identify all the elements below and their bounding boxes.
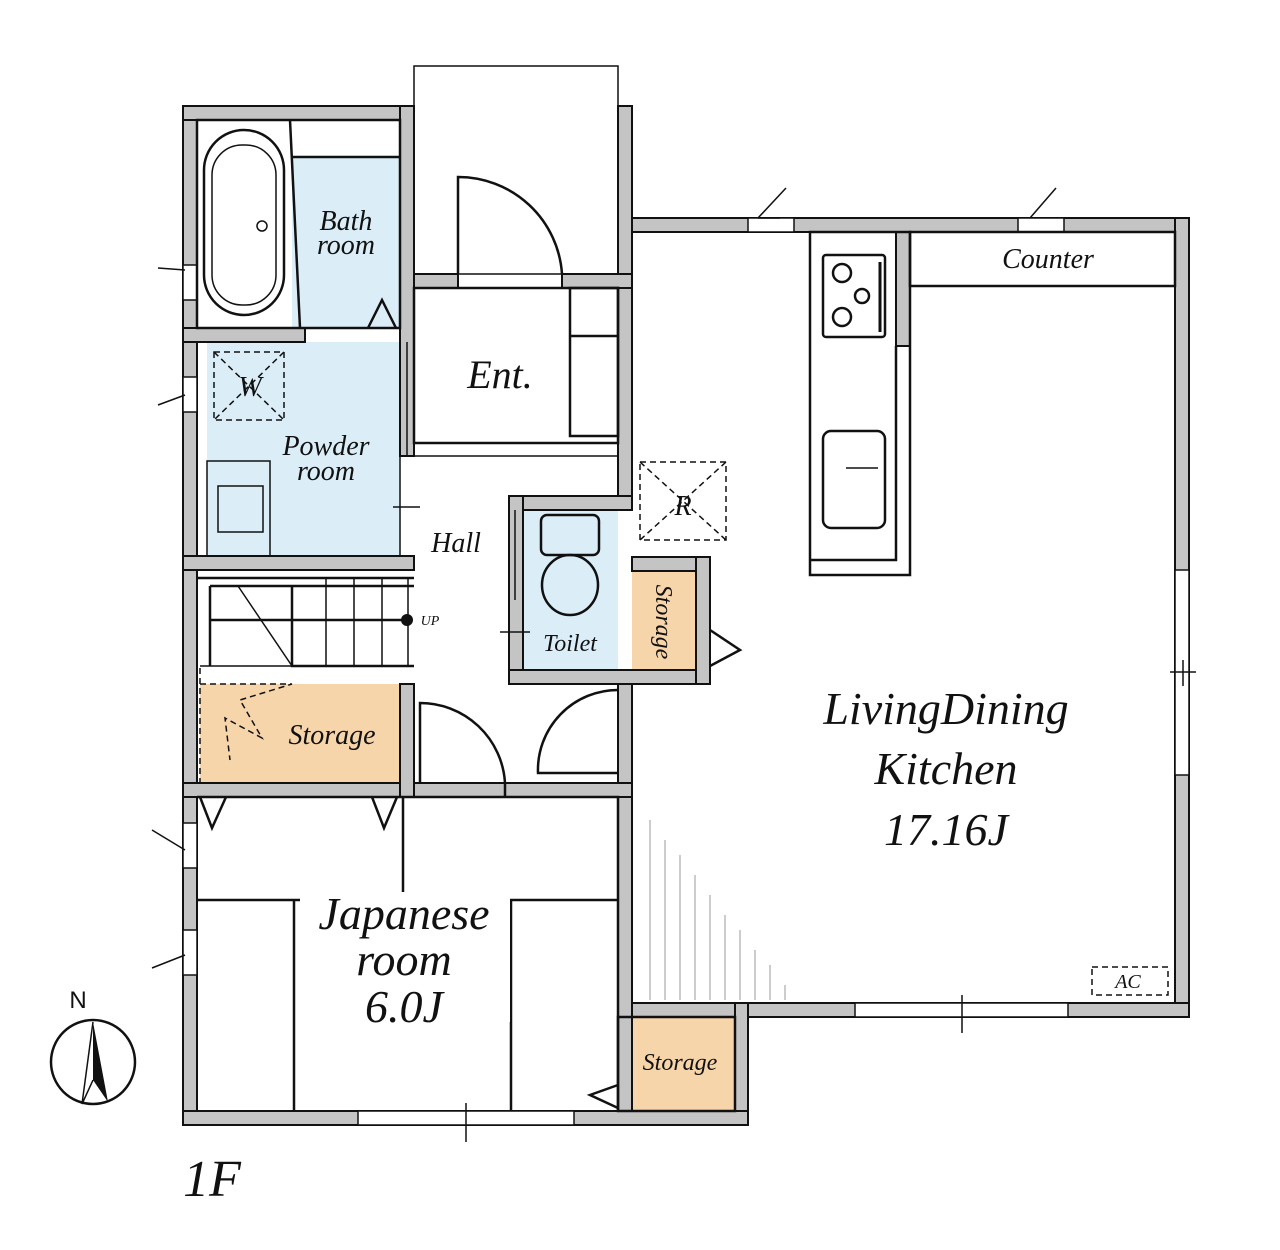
bath-door-marker <box>366 297 398 329</box>
counter-label: Counter <box>1002 244 1094 275</box>
washbasin <box>217 485 264 533</box>
staircase[interactable] <box>197 576 414 783</box>
ldk-label-2: Kitchen <box>873 743 1017 794</box>
japanese-label-1: Japanese <box>318 888 489 939</box>
north-arrow-icon <box>93 1022 108 1102</box>
fridge-space <box>639 461 727 541</box>
powder-label-2: room <box>297 456 355 487</box>
washer-label: W <box>238 372 264 403</box>
toilet-floor <box>523 510 618 670</box>
ac-label: AC <box>1113 971 1141 993</box>
stairs-up-label: UP <box>421 614 440 629</box>
entrance-porch <box>413 65 619 275</box>
toilet-label: Toilet <box>543 631 598 657</box>
shoe-cabinet <box>568 286 620 438</box>
closet-door-markers <box>198 796 399 832</box>
fridge-label: R <box>673 491 691 522</box>
air-conditioner <box>1091 966 1169 996</box>
north-label: N <box>69 987 86 1014</box>
bath-label-2: room <box>317 230 375 261</box>
kitchen-sink <box>821 429 887 530</box>
ldk-label-1: LivingDining <box>822 683 1068 734</box>
storage-bottom-floor <box>632 1017 735 1111</box>
japanese-room-door <box>418 701 507 797</box>
compass <box>49 1018 137 1106</box>
powder-label-1: Powder <box>281 431 369 462</box>
storage-stairs-label: Storage <box>288 720 375 751</box>
floor-label: 1F <box>183 1151 242 1208</box>
entrance-label: Ent. <box>466 352 533 397</box>
bathtub <box>202 128 286 317</box>
storage-bottom-door-marker <box>586 1083 619 1110</box>
kitchen-counter <box>808 230 912 577</box>
powder-room-floor <box>207 342 400 556</box>
japanese-label-2: room <box>356 934 451 985</box>
washer-space <box>213 351 285 421</box>
storage-toilet-floor <box>632 571 696 670</box>
japanese-size: 6.0J <box>365 981 446 1032</box>
gas-stove <box>821 253 887 339</box>
counter <box>908 230 1177 288</box>
front-door <box>456 175 564 275</box>
windows <box>151 187 1196 1142</box>
storage-bottom-label: Storage <box>643 1050 718 1076</box>
storage-toilet-label: Storage <box>650 585 676 660</box>
storage-stairs-floor <box>200 684 400 783</box>
storage-door-marker <box>709 628 743 668</box>
ldk-door <box>536 688 619 775</box>
hall-label: Hall <box>430 528 481 559</box>
bath-label-1: Bath <box>320 206 373 237</box>
ldk-size: 17.16J <box>884 804 1011 855</box>
